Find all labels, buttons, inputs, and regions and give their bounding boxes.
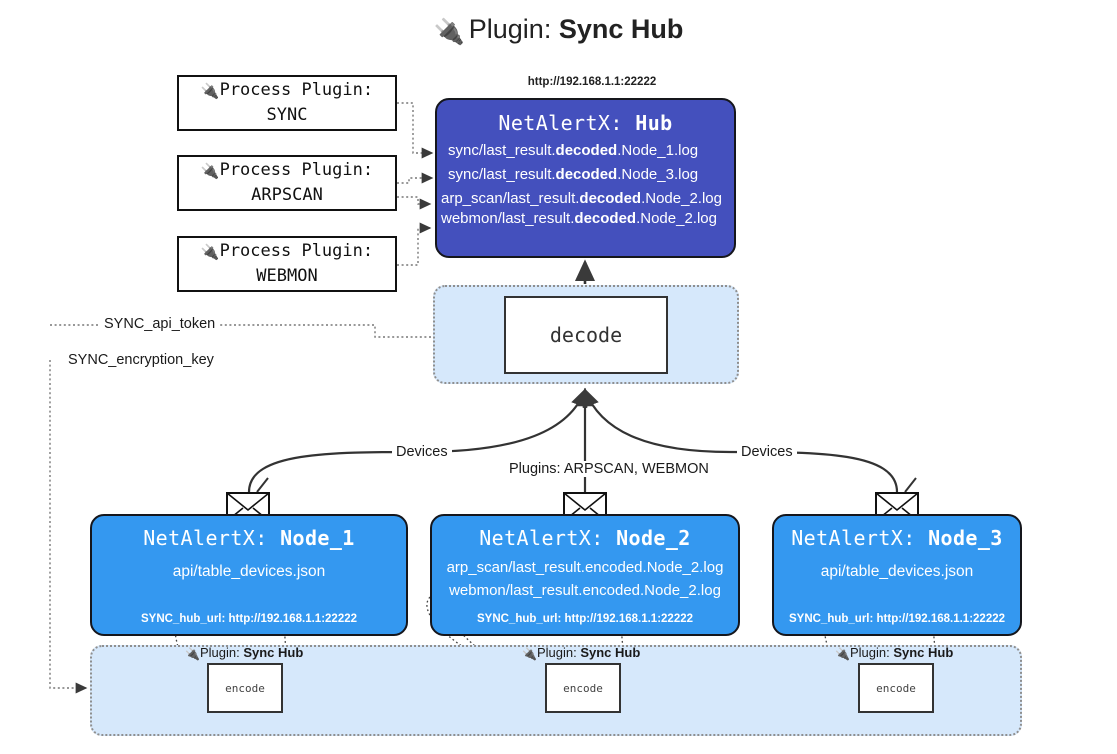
decode-box[interactable]: decode (504, 296, 668, 374)
sync-encryption-key-label: SYNC_encryption_key (64, 352, 218, 368)
node-header: NetAlertX: Node_3 (791, 526, 1003, 550)
process-plugin-box-webmon[interactable]: 🔌Process Plugin: WEBMON (177, 236, 397, 292)
hub-log-row: sync/last_result.decoded.Node_3.log (448, 166, 699, 183)
plug-icon: 🔌 (185, 647, 200, 661)
hub-url-label: http://192.168.1.1:22222 (527, 76, 657, 88)
page-title-prefix: Plugin: (468, 14, 559, 44)
node-box-node-1[interactable]: NetAlertX: Node_1 api/table_devices.json… (90, 514, 408, 636)
encoder-plugin-label-1: 🔌Plugin: Sync Hub (185, 645, 304, 661)
encode-box-2[interactable]: encode (545, 663, 621, 713)
encoder-plugin-label-2: 🔌Plugin: Sync Hub (522, 645, 641, 661)
process-plugin-line2: ARPSCAN (251, 185, 323, 206)
edge-label-devices-right: Devices (737, 444, 797, 460)
plug-icon: 🔌 (433, 18, 465, 46)
process-plugin-line1: 🔌Process Plugin: (200, 160, 374, 181)
node-line: webmon/last_result.encoded.Node_2.log (449, 582, 721, 599)
encoder-plugin-label-3: 🔌Plugin: Sync Hub (835, 645, 954, 661)
node-line: api/table_devices.json (820, 563, 974, 580)
node-hub-url-label: SYNC_hub_url: http://192.168.1.1:22222 (476, 613, 694, 625)
node-hub-url-label: SYNC_hub_url: http://192.168.1.1:22222 (788, 613, 1006, 625)
node-header: NetAlertX: Node_2 (479, 526, 691, 550)
page-title: 🔌Plugin: Sync Hub (0, 14, 1117, 47)
process-plugin-line2: WEBMON (256, 266, 318, 287)
plug-icon: 🔌 (522, 647, 537, 661)
process-plugin-line1: 🔌Process Plugin: (200, 80, 374, 101)
page-title-name: Sync Hub (558, 14, 684, 44)
process-plugin-line1: 🔌Process Plugin: (200, 241, 374, 262)
node-box-node-2[interactable]: NetAlertX: Node_2 arp_scan/last_result.e… (430, 514, 740, 636)
node-hub-url-label: SYNC_hub_url: http://192.168.1.1:22222 (140, 613, 358, 625)
edge-label-devices-left: Devices (392, 444, 452, 460)
node-line: arp_scan/last_result.encoded.Node_2.log (446, 559, 724, 576)
sync-api-token-label: SYNC_api_token (100, 316, 220, 332)
process-plugin-box-sync[interactable]: 🔌Process Plugin: SYNC (177, 75, 397, 131)
encode-box-1[interactable]: encode (207, 663, 283, 713)
edge-label-plugins-center: Plugins: ARPSCAN, WEBMON (505, 461, 713, 477)
hub-log-row: webmon/last_result.decoded.Node_2.log (441, 210, 717, 227)
encode-box-3[interactable]: encode (858, 663, 934, 713)
node-header: NetAlertX: Node_1 (143, 526, 355, 550)
plug-icon: 🔌 (200, 243, 220, 262)
plug-icon: 🔌 (200, 162, 220, 181)
plug-icon: 🔌 (835, 647, 850, 661)
hub-log-row: sync/last_result.decoded.Node_1.log (448, 142, 699, 159)
hub-log-row: arp_scan/last_result.decoded.Node_2.log (441, 190, 722, 207)
hub-header: NetAlertX: Hub (498, 111, 673, 135)
node-box-node-3[interactable]: NetAlertX: Node_3 api/table_devices.json… (772, 514, 1022, 636)
node-line: api/table_devices.json (172, 563, 326, 580)
process-plugin-line2: SYNC (266, 105, 308, 126)
plug-icon: 🔌 (200, 82, 220, 101)
process-plugin-box-arpscan[interactable]: 🔌Process Plugin: ARPSCAN (177, 155, 397, 211)
hub-box[interactable]: NetAlertX: Hub sync/last_result.decoded.… (435, 98, 736, 258)
